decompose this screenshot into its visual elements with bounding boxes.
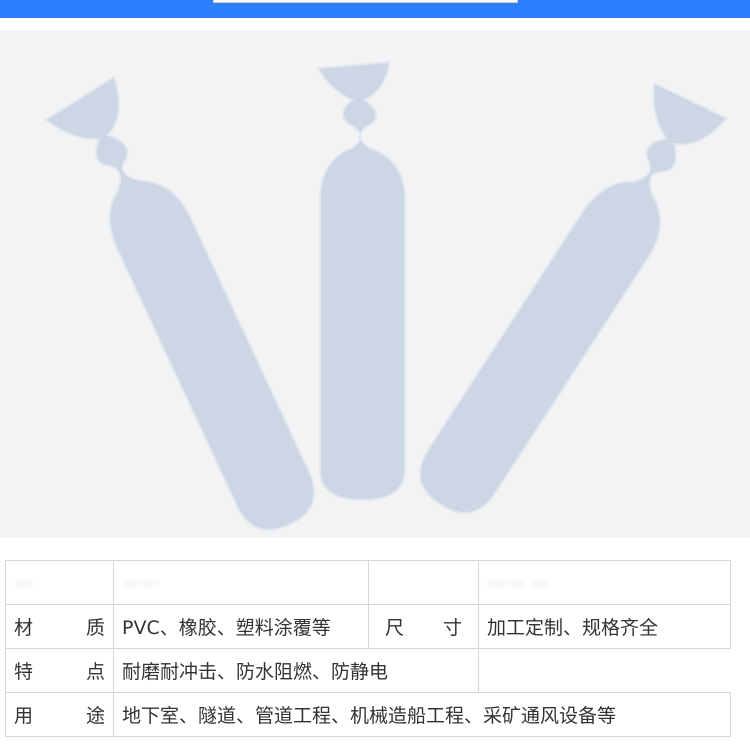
top-tab bbox=[213, 0, 518, 3]
table-row: 特点 耐磨耐冲击、防水阻燃、防静电 bbox=[5, 648, 731, 693]
table-row: 材质 PVC、橡胶、塑料涂覆等 尺寸 加工定制、规格齐全 bbox=[5, 604, 731, 649]
features-value: 耐磨耐冲击、防水阻燃、防静电 bbox=[113, 648, 479, 693]
material-value: PVC、橡胶、塑料涂覆等 bbox=[113, 604, 369, 649]
features-label: 特点 bbox=[5, 648, 114, 693]
top-banner bbox=[0, 0, 750, 18]
bag-left bbox=[44, 75, 316, 531]
usage-value: 地下室、隧道、管道工程、机械造船工程、采矿通风设备等 bbox=[113, 692, 731, 737]
spec-table: — —— —— — 材质 PVC、橡胶、塑料涂覆等 尺寸 加工定制、规格齐全 特… bbox=[5, 560, 731, 737]
size-value: 加工定制、规格齐全 bbox=[478, 604, 731, 649]
bag-center bbox=[316, 60, 406, 502]
material-label: 材质 bbox=[5, 604, 114, 649]
product-photo bbox=[0, 30, 750, 538]
size-label: 尺寸 bbox=[368, 604, 479, 649]
usage-label: 用途 bbox=[5, 692, 114, 737]
bag-right bbox=[418, 81, 729, 514]
table-row: 用途 地下室、隧道、管道工程、机械造船工程、采矿通风设备等 bbox=[5, 692, 731, 737]
table-row-blurred: — —— —— — bbox=[5, 560, 731, 605]
